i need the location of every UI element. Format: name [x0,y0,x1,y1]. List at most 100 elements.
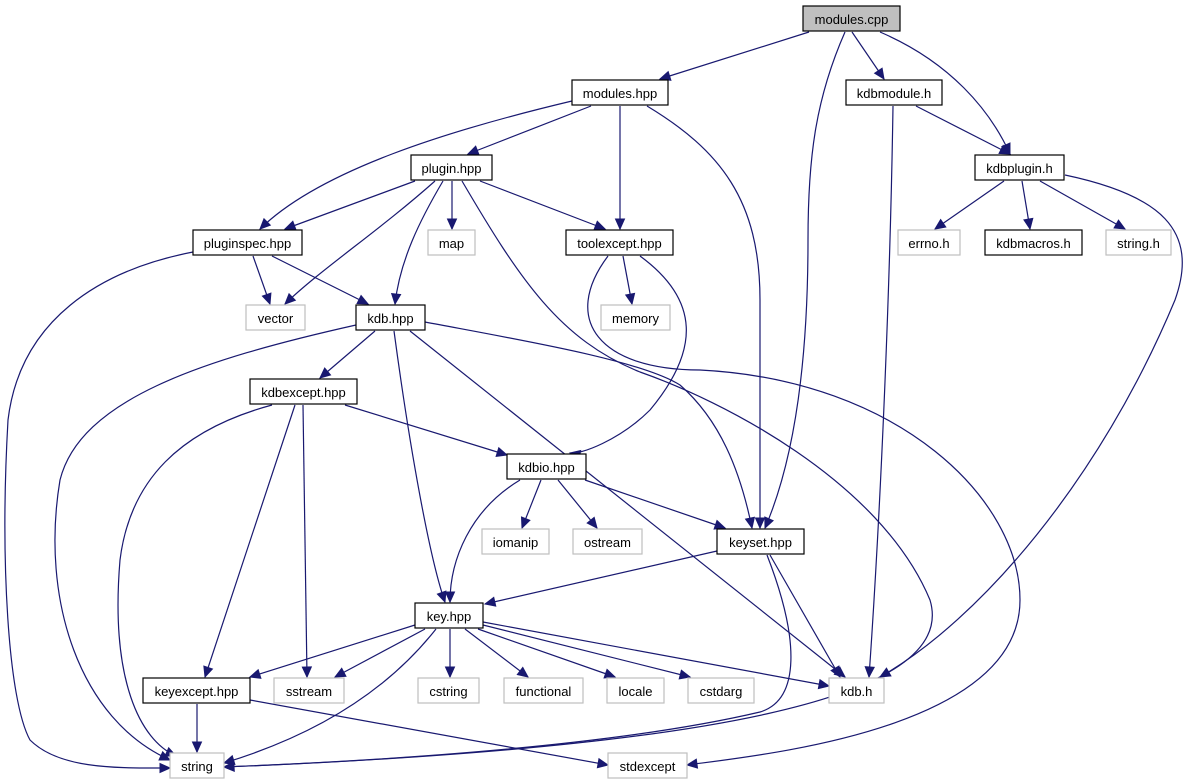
node-label: kdbio.hpp [518,460,574,475]
node-keyset-hpp[interactable]: keyset.hpp [716,528,805,555]
node-box [503,677,584,704]
node-box [845,79,943,106]
edge-line [879,31,1011,155]
edge-kdbio-hpp-to-iomanip [520,479,542,530]
edge-kdbplugin-h-to-errno-h [933,180,1005,230]
edge-line [393,330,446,603]
edge-line [117,404,273,757]
edge-pluginspec-hpp-to-kdb-hpp [271,255,370,305]
node-string: string [169,752,225,779]
arrowhead-icon [283,220,297,231]
node-label: kdbplugin.h [986,161,1053,176]
edge-line [482,621,830,687]
edge-line [302,404,308,678]
edge-line [659,31,810,80]
node-label: kdb.hpp [367,311,413,326]
arrowhead-icon [658,70,672,81]
node-label: functional [516,684,572,699]
node-kdbplugin-h[interactable]: kdbplugin.h [974,154,1065,181]
node-kdbio-hpp[interactable]: kdbio.hpp [506,453,587,480]
edge-key-hpp-to-cstring [444,629,456,679]
node-kdbmodule-h[interactable]: kdbmodule.h [845,79,943,106]
edge-kdbmodule-h-to-kdbplugin-h [915,105,1012,155]
edge-toolexcept-hpp-to-memory [622,255,636,306]
edge-line [249,699,609,766]
node-kdbmacros-h[interactable]: kdbmacros.h [984,229,1083,256]
edge-keyset-hpp-to-key-hpp [483,550,718,607]
edge-line [1039,180,1126,230]
node-box [417,677,480,704]
arrowhead-icon [483,596,497,607]
edge-line [484,550,718,605]
node-keyexcept-hpp[interactable]: keyexcept.hpp [142,677,251,704]
edge-line [868,105,894,678]
node-box [565,229,674,256]
arrowhead-icon [222,754,236,766]
node-label: memory [612,311,659,326]
edge-line [479,180,606,230]
edge-line [764,31,846,529]
node-pluginspec-hpp[interactable]: pluginspec.hpp [192,229,303,256]
arrowhead-icon [817,678,831,690]
node-modules-hpp[interactable]: modules.hpp [571,79,669,106]
arrowhead-icon [436,590,447,604]
node-label: kdbmacros.h [996,236,1070,251]
node-label: toolexcept.hpp [577,236,662,251]
node-sstream: sstream [273,677,345,704]
arrowhead-icon [713,519,727,530]
node-label: kdbmodule.h [857,86,931,101]
node-key-hpp[interactable]: key.hpp [414,602,484,629]
edge-modules-hpp-to-plugin-hpp [466,105,592,156]
edge-pluginspec-hpp-to-string [4,251,194,774]
arrowhead-icon [1023,217,1034,231]
arrowhead-icon [873,67,885,81]
node-box [506,453,587,480]
edge-kdbio-hpp-to-key-hpp [444,479,521,604]
node-label: errno.h [908,236,949,251]
node-box [410,154,493,181]
edge-kdbexcept-hpp-to-keyexcept-hpp [203,404,296,679]
edge-line [223,180,933,768]
node-box [802,5,901,32]
node-toolexcept-hpp[interactable]: toolexcept.hpp [565,229,674,256]
node-box [245,304,306,331]
edge-line [569,255,687,454]
edge-line [409,330,846,678]
edge-line [284,180,436,305]
arrowhead-icon [764,516,774,530]
arrowhead-icon [864,666,875,679]
node-functional: functional [503,677,584,704]
node-box [607,752,688,779]
edge-toolexcept-hpp-to-stdexcept [587,255,1021,769]
node-label: stdexcept [620,759,676,774]
edge-line [259,100,573,230]
arrowhead-icon [203,665,214,679]
node-label: pluginspec.hpp [204,236,291,251]
node-label: cstdarg [700,684,743,699]
edge-line [482,624,691,678]
arrowhead-icon [603,668,617,679]
edge-keyexcept-hpp-to-stdexcept [249,699,610,769]
node-box [481,528,550,555]
node-kdb-hpp[interactable]: kdb.hpp [355,304,426,331]
node-kdbexcept-hpp[interactable]: kdbexcept.hpp [249,378,358,405]
node-iomanip: iomanip [481,528,550,555]
node-label: modules.cpp [815,12,889,27]
edge-modules-hpp-to-keyset-hpp [646,105,766,530]
arrowhead-icon [356,294,370,305]
node-plugin-hpp[interactable]: plugin.hpp [410,154,493,181]
edges-layer [4,31,1183,774]
node-modules-cpp[interactable]: modules.cpp [802,5,901,32]
node-cstdarg: cstdarg [687,677,755,704]
arrowhead-icon [830,665,841,679]
node-box [897,229,961,256]
node-label: iomanip [493,535,539,550]
arrowhead-icon [248,668,262,679]
edge-line [319,330,376,379]
node-box [606,677,665,704]
node-label: kdbexcept.hpp [261,385,346,400]
node-box [572,528,643,555]
edge-line [934,180,1005,230]
edge-line [284,180,416,230]
arrowhead-icon [520,516,531,530]
